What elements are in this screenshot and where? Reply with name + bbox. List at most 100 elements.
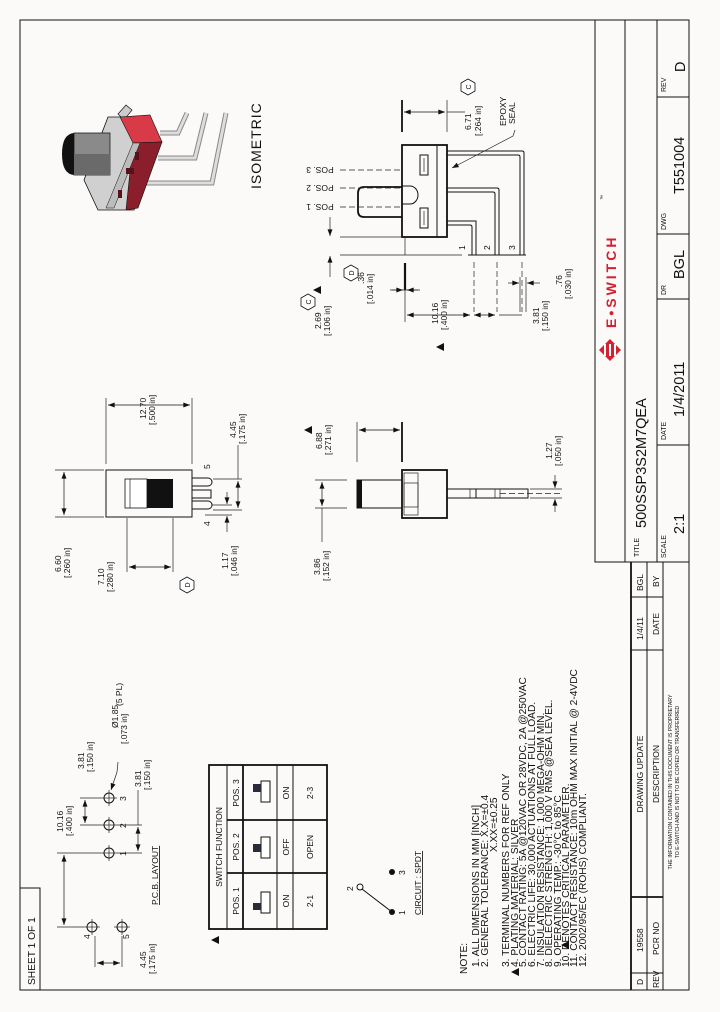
revision-hexagon-icon: C	[300, 293, 316, 311]
header-rev: REV	[651, 970, 661, 988]
position-label: POS. 1	[306, 202, 334, 212]
terminal-label: 3	[507, 245, 517, 250]
dimension-text: [.050 in]	[553, 436, 563, 466]
pcb-hole	[84, 919, 100, 935]
note-item: 2. GENERAL TOLERANCE: X.X=±0.4	[480, 795, 491, 967]
hole-label: 1	[118, 851, 128, 856]
lead	[446, 488, 529, 499]
state-cell: OFF	[281, 839, 291, 856]
revision-marker: D	[185, 582, 192, 587]
note-item: 11. CONTACT RESISTANCE: 10m OHM MAX INIT…	[569, 669, 580, 967]
common-terminal	[356, 883, 364, 891]
note-item: 8. DIELECTRIC STRENGTH: 1,000 V RMS @SEA…	[544, 700, 555, 967]
critical-parameter-triangle-icon	[436, 343, 444, 351]
mounting-slot	[419, 154, 429, 176]
drawn-by-label: DR	[661, 285, 668, 295]
position-label: POS. 3	[231, 779, 241, 807]
critical-parameter-triangle-icon	[511, 968, 519, 976]
top-view: 4 5 12.70 [.500 in] 6.60 [.260 in] 7.10 …	[53, 395, 247, 594]
switch-function-title: SWITCH FUNCTION	[214, 807, 224, 887]
dimension-text: [.152 in]	[321, 551, 331, 581]
critical-parameter-triangle-icon	[313, 286, 321, 294]
dimension-text: 3.81	[531, 307, 541, 324]
slide-position-3-symbol	[253, 780, 271, 803]
tab-label: 5	[202, 464, 212, 469]
dimension-text: 3.81	[76, 752, 86, 769]
trademark: ™	[600, 195, 606, 200]
dimension-text: [.400 in]	[64, 806, 74, 836]
isometric-label: ISOMETRIC	[248, 102, 264, 189]
dimension-text: 7.10	[96, 568, 106, 585]
scale-value: 2:1	[672, 514, 688, 534]
company-name: E•SWITCH	[603, 235, 619, 328]
right-angle-pins	[447, 150, 526, 256]
dimension-text: [.150 in]	[142, 760, 152, 790]
revision-marker: C	[306, 299, 313, 304]
revision-table: D 19558 DRAWING UPDATE 1/4/11 BGL REV PC…	[630, 561, 690, 991]
dimension-text: .76	[554, 275, 564, 287]
dimension-text: 3.81	[133, 770, 143, 787]
date-value: 1/4/2011	[672, 362, 688, 417]
proprietary-note: THE INFORMATION CONTAINED IN THIS DOCUME…	[668, 694, 674, 869]
drawing-number-value: T551004	[672, 137, 688, 194]
epoxy-seal-label: SEAL	[507, 102, 517, 124]
dimension-text: 1.27	[544, 442, 554, 459]
dimension-text: 10.16	[55, 810, 65, 832]
dimension-text: [.046 in]	[229, 546, 239, 576]
e-switch-logo-icon	[599, 339, 621, 361]
sheet-number: SHEET 1 OF 1	[27, 917, 38, 985]
revision-value: D	[673, 62, 689, 72]
header-date: DATE	[651, 613, 661, 635]
pcb-hole	[101, 790, 117, 806]
dimension-text: [.280 in]	[105, 562, 115, 592]
note-item: 9. OPERATING TEMP.: -30°C to 85°C	[553, 795, 564, 967]
switch-function-table: SWITCH FUNCTION POS. 1 POS. 2 POS. 3 ON …	[208, 764, 328, 944]
revision-marker: D	[349, 270, 356, 275]
dimension-text: [.150 in]	[85, 742, 95, 772]
part-number-title: 500SSP3S2M7QEA	[634, 398, 650, 528]
note-item: 3. TERMINAL NUMBERS FOR REF ONLY	[501, 773, 512, 967]
dimension-text: [.400 in]	[439, 300, 449, 330]
drawing-number-label: DWG	[661, 213, 668, 230]
revision-hexagon-icon: D	[179, 576, 195, 594]
terminal-dot	[389, 869, 395, 875]
terminal-label: 2	[482, 245, 492, 250]
note-item: 10. DENOTES CRITICAL PARAMETER.	[561, 784, 572, 967]
terminal-label: 2	[345, 886, 355, 891]
note-item: 7. INSULATION RESISTANCE: 1,000 MEGA-OHM…	[536, 713, 547, 967]
dimension-text: 2.69	[313, 312, 323, 329]
dimension-text: [.014 in]	[365, 274, 375, 304]
proprietary-note: TO E-SWITCH AND IS NOT TO BE COPIED OR T…	[675, 705, 681, 858]
actuator	[356, 479, 403, 509]
terminal-dot	[389, 909, 395, 915]
side-view: 1 2 3 POS. 1 POS. 2 POS. 3 6.71 [.264 in…	[300, 78, 573, 351]
hole-label: 3	[118, 796, 128, 801]
dimension-text: [.271 in]	[323, 425, 333, 455]
title-label: TITLE	[634, 538, 641, 557]
dimension-text: .36	[356, 272, 366, 284]
actuator	[357, 186, 402, 218]
revision-label: REV	[661, 77, 668, 92]
terminal-label: 1	[457, 245, 467, 250]
contact-cell: 2-1	[305, 895, 315, 908]
revision-marker: C	[466, 84, 473, 89]
sheet-box: SHEET 1 OF 1	[20, 887, 41, 990]
actuator	[147, 479, 173, 508]
revision-header: REV PCR NO DESCRIPTION DATE BY	[651, 575, 661, 988]
hole-label: 4	[82, 934, 92, 939]
mounting-slot	[419, 207, 429, 229]
dimension-text: 4.45	[228, 421, 238, 438]
hole-label: 5	[121, 934, 131, 939]
dimension-text: 4.45	[138, 951, 148, 968]
header-pcr: PCR NO	[651, 922, 661, 955]
dimension-text: 6.88	[314, 432, 324, 449]
pcb-hole	[114, 919, 130, 935]
detent-notch	[402, 185, 419, 205]
dimension-text: [.500 in]	[147, 395, 157, 425]
dimension-text: [.073 in]	[119, 714, 129, 744]
revision-hexagon-icon: D	[343, 264, 359, 282]
epoxy-seal-label: EPOXY	[498, 96, 508, 126]
circuit-diagram: 1 2 3 CIRCUIT : SPDT	[345, 851, 423, 915]
revision-row: D 19558 DRAWING UPDATE 1/4/11 BGL	[635, 574, 645, 985]
notes: NOTE: 1. ALL DIMENSIONS IN MM [INCH] 2. …	[459, 669, 589, 976]
